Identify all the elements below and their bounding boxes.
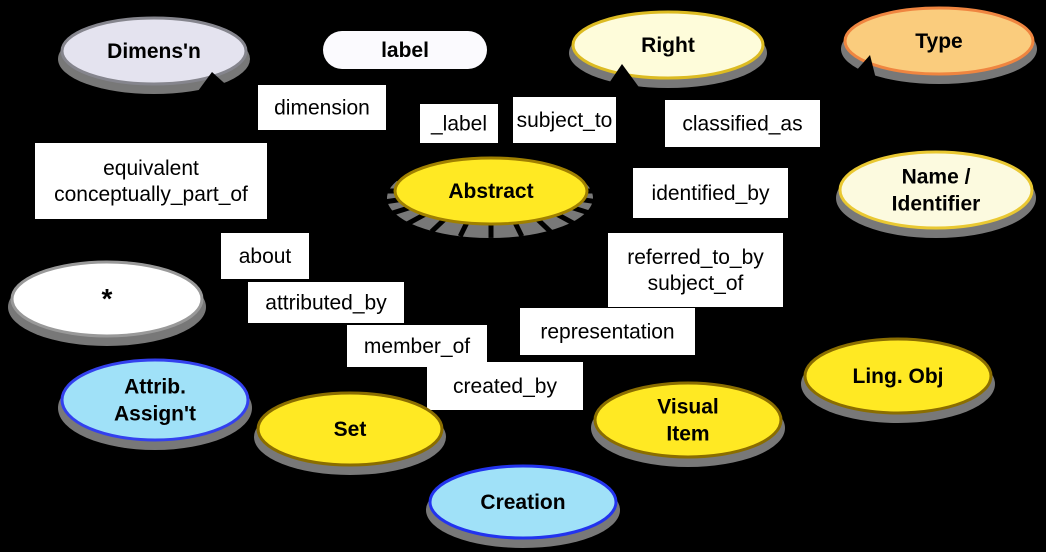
node-dimensn: Dimens'n — [58, 16, 250, 94]
edge-label-text: identified_by — [652, 182, 770, 205]
node-shape — [10, 260, 204, 338]
node-shape — [60, 358, 250, 442]
node-abstract: Abstract — [371, 156, 611, 238]
node-label: Name /Identifier — [892, 166, 981, 216]
node-name-identifier: Name /Identifier — [836, 150, 1036, 238]
node-label: Right — [641, 34, 695, 57]
edge-label-dimension: dimension — [258, 85, 386, 130]
edge-label-text: created_by — [453, 375, 557, 398]
edge-label-box — [520, 308, 695, 355]
node-set: Set — [254, 391, 446, 475]
edge-label-text: _label — [430, 113, 487, 136]
node-label: Ling. Obj — [853, 365, 944, 388]
edge-label-box — [633, 168, 788, 218]
node-label: Dimens'n — [107, 40, 201, 63]
arrow-stub-stub-right — [605, 64, 641, 90]
node-attrib-assignt: Attrib.Assign't — [58, 358, 252, 450]
edge-label-box — [513, 97, 616, 143]
node-label: Abstract — [448, 180, 533, 203]
node-type: Type — [841, 6, 1037, 84]
node-label: Attrib.Assign't — [114, 376, 196, 426]
edge-label-text: subject_to — [517, 109, 613, 132]
edge-label-member-of: member_of — [347, 325, 487, 367]
node-label: Set — [334, 418, 367, 441]
node-label: label — [381, 39, 429, 62]
edge-label-created-by: created_by — [427, 362, 583, 410]
edge-label-box — [427, 362, 583, 410]
edge-label-text: attributed_by — [265, 292, 387, 315]
node-right: Right — [569, 10, 767, 88]
edge-label-identified-by: identified_by — [633, 168, 788, 218]
edge-label-box — [608, 233, 783, 307]
edge-label-text: member_of — [364, 335, 470, 358]
node-ling-obj: Ling. Obj — [801, 337, 995, 423]
edge-label-box — [221, 233, 309, 279]
arrow-stub-stub-dimensn — [198, 72, 232, 91]
node-shape — [803, 337, 993, 415]
node-label: Type — [915, 30, 962, 53]
node-shape — [428, 464, 618, 540]
edge-label-text: dimension — [274, 97, 370, 120]
node-shape — [393, 156, 589, 226]
node-shape — [60, 16, 248, 86]
edge-label-text: about — [239, 245, 292, 268]
node-label: Creation — [480, 491, 565, 514]
edge-label-label-prop: _label — [420, 104, 498, 143]
edge-label-box — [35, 143, 267, 219]
edge-label-box — [665, 100, 820, 147]
edge-label-classified-as: classified_as — [665, 100, 820, 147]
edge-label-box — [248, 282, 404, 323]
edge-label-box — [258, 85, 386, 130]
edge-label-text: representation — [540, 321, 674, 344]
node-star: * — [8, 260, 206, 346]
node-shape — [571, 10, 765, 80]
edge-label-about: about — [221, 233, 309, 279]
edge-label-representation: representation — [520, 308, 695, 355]
node-label: label — [323, 31, 487, 69]
arrow-stub-stub-type — [848, 55, 876, 80]
node-shape — [843, 6, 1035, 76]
node-shape — [593, 381, 783, 459]
node-shape — [256, 391, 444, 467]
node-creation: Creation — [426, 464, 620, 548]
edge-label-text: classified_as — [682, 113, 802, 136]
node-shape — [323, 31, 487, 69]
edge-label-subject-to: subject_to — [513, 97, 616, 143]
edge-label-box — [347, 325, 487, 367]
node-shape — [838, 150, 1034, 230]
edge-label-box — [420, 104, 498, 143]
edge-label-attributed-by: attributed_by — [248, 282, 404, 323]
node-label: * — [102, 283, 113, 314]
